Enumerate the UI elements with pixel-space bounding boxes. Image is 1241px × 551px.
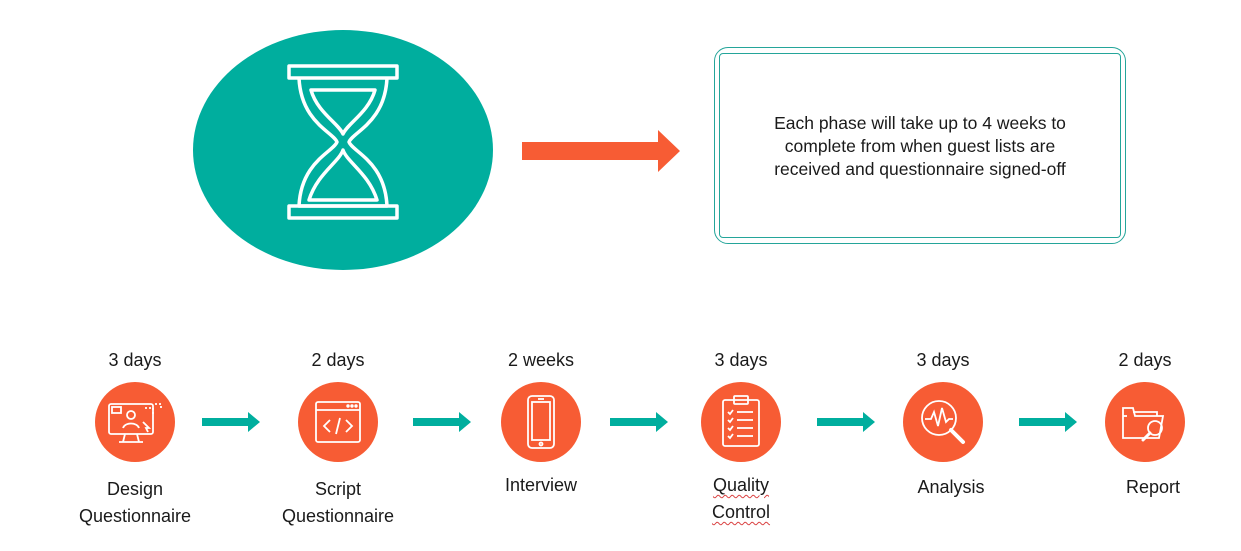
phase-label-line-1: Interview xyxy=(504,475,578,495)
hourglass-icon xyxy=(287,64,399,220)
step-arrow-1 xyxy=(202,412,260,432)
phase-label: Script Questionnaire xyxy=(243,476,433,530)
phase-script-questionnaire: 2 days Script Questionnaire xyxy=(243,348,433,530)
big-right-arrow xyxy=(522,130,680,172)
folder-search-icon xyxy=(1105,382,1185,462)
step-arrow-2 xyxy=(413,412,471,432)
phase-duration: 2 days xyxy=(311,350,365,370)
phase-label-line-1: Design xyxy=(106,479,164,499)
phase-label-line-1: Analysis xyxy=(917,477,985,497)
phase-quality-control: 3 days Quality Control xyxy=(646,348,836,526)
computer-design-icon xyxy=(95,382,175,462)
note-line-3: received and questionnaire signed-off xyxy=(774,159,1066,179)
hourglass-badge xyxy=(193,30,493,270)
phase-label-line-1: Quality xyxy=(712,475,770,495)
step-arrow-3 xyxy=(610,412,668,432)
note-box-inner-border xyxy=(719,53,1121,238)
phase-label: Interview xyxy=(446,472,636,499)
phase-label: Design Questionnaire xyxy=(40,476,230,530)
note-box: Each phase will take up to 4 weeks to co… xyxy=(714,47,1126,244)
phase-interview: 2 weeks Interview xyxy=(446,348,636,499)
note-text: Each phase will take up to 4 weeks to co… xyxy=(715,112,1125,181)
magnifier-pulse-icon xyxy=(903,382,983,462)
phase-label-line-1: Report xyxy=(1125,477,1181,497)
phase-label: Report xyxy=(1050,474,1240,501)
phase-design-questionnaire: 3 days Design Questionnaire xyxy=(40,348,230,530)
phase-duration: 3 days xyxy=(916,350,970,370)
phase-label: Quality Control xyxy=(646,472,836,526)
phase-duration: 2 weeks xyxy=(507,350,575,370)
note-line-2: complete from when guest lists are xyxy=(784,136,1056,156)
phase-label-line-2: Questionnaire xyxy=(78,506,192,526)
code-window-icon xyxy=(298,382,378,462)
step-arrow-5 xyxy=(1019,412,1077,432)
phase-duration: 3 days xyxy=(714,350,768,370)
mobile-phone-icon xyxy=(501,382,581,462)
phase-label: Analysis xyxy=(848,474,1038,501)
phase-label-line-2: Control xyxy=(711,502,771,522)
step-arrow-4 xyxy=(817,412,875,432)
phase-label-line-1: Script xyxy=(314,479,361,499)
phase-duration: 2 days xyxy=(1118,350,1172,370)
phase-analysis: 3 days Analysis xyxy=(848,348,1038,501)
phase-report: 2 days Report xyxy=(1050,348,1240,501)
checklist-clipboard-icon xyxy=(701,382,781,462)
phase-label-line-2: Questionnaire xyxy=(281,506,395,526)
phase-duration: 3 days xyxy=(108,350,162,370)
note-line-1: Each phase will take up to 4 weeks to xyxy=(774,113,1066,133)
